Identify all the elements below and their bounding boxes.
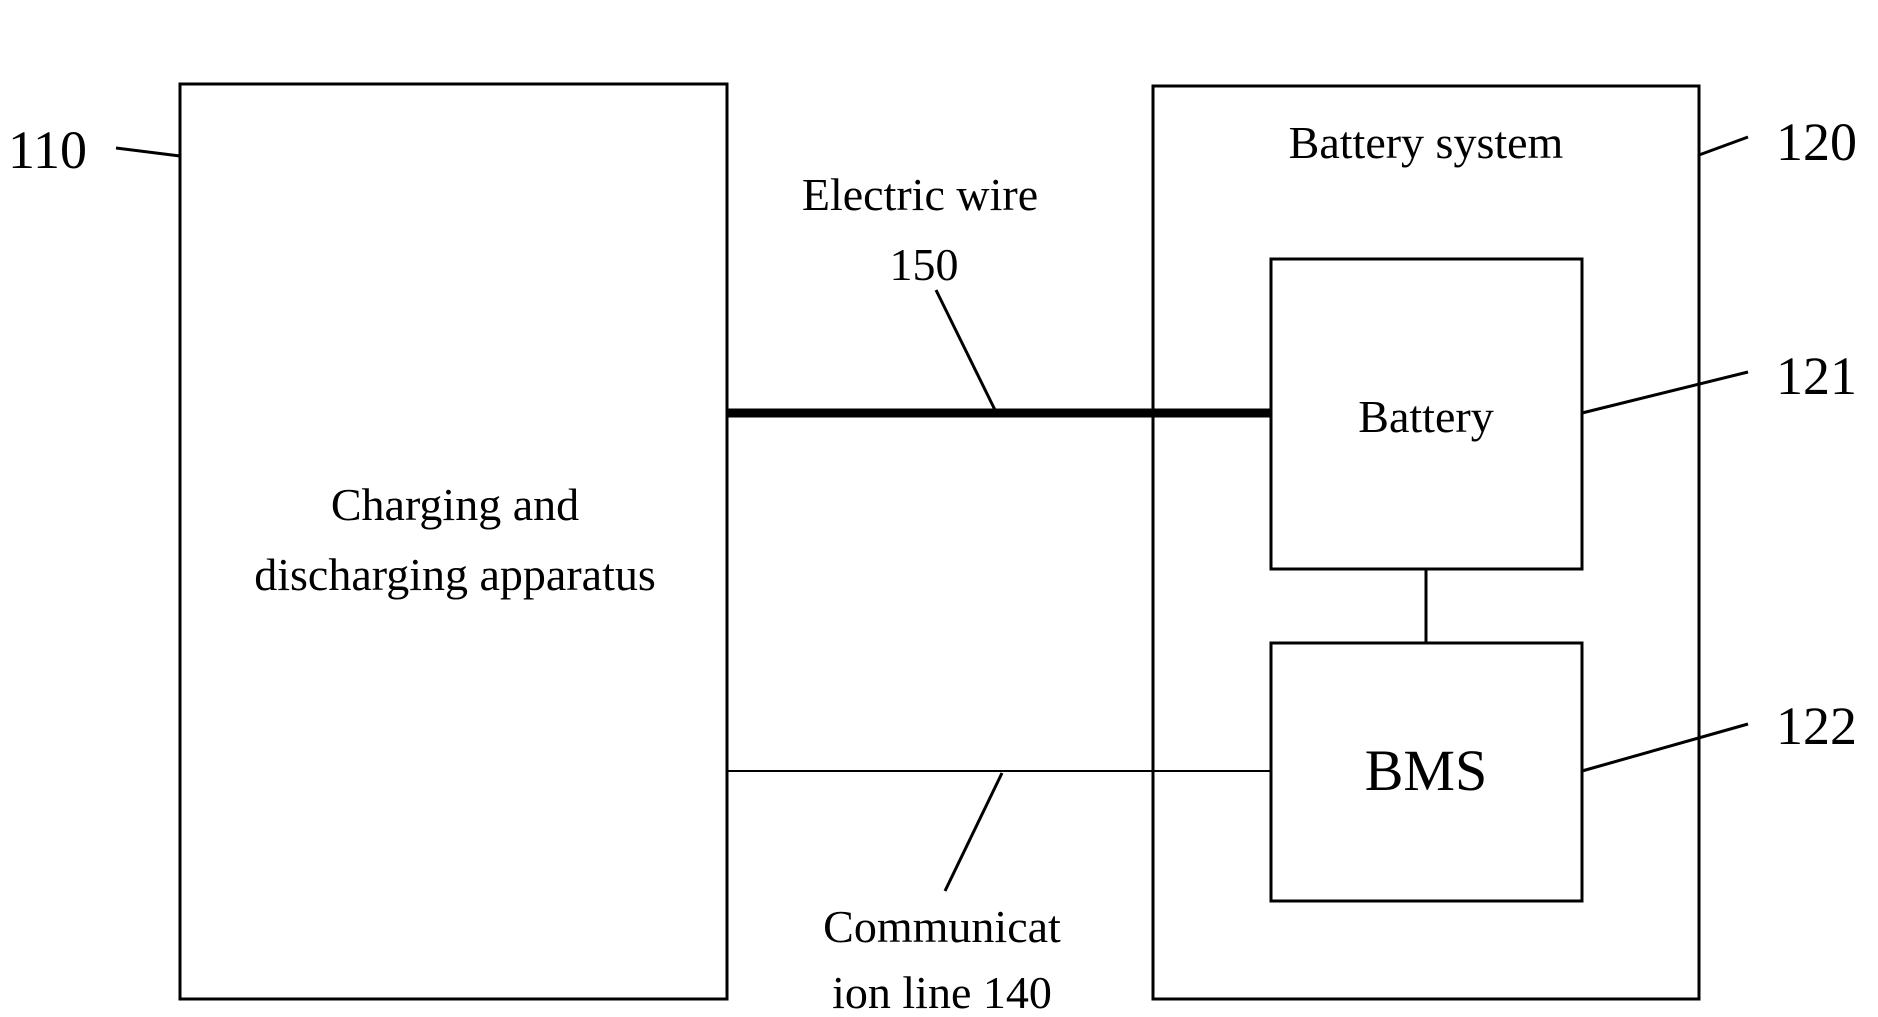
apparatus-block xyxy=(180,84,727,999)
battery-system-label: Battery system xyxy=(1289,117,1564,168)
ref-120-leader xyxy=(1699,137,1748,155)
ref-120-label: 120 xyxy=(1776,112,1857,172)
ref-122-label: 122 xyxy=(1776,696,1857,756)
battery-system-block xyxy=(1153,86,1699,999)
apparatus-label-line-1: Charging and xyxy=(331,479,579,530)
apparatus-label-line-2: discharging apparatus xyxy=(254,549,656,600)
ref-121-label: 121 xyxy=(1776,346,1857,406)
electric-wire-leader xyxy=(936,290,995,410)
bms-label: BMS xyxy=(1365,738,1488,803)
ref-121-leader xyxy=(1582,372,1748,413)
battery-label: Battery xyxy=(1358,391,1493,442)
ref-110-label: 110 xyxy=(8,120,87,180)
ref-122-leader xyxy=(1582,724,1748,771)
communication-line-label-line-1: Communicat xyxy=(823,901,1061,952)
communication-line-leader xyxy=(945,773,1002,891)
communication-line-label-line-2: ion line 140 xyxy=(832,967,1052,1017)
electric-wire-ref: 150 xyxy=(890,239,959,290)
electric-wire-label: Electric wire xyxy=(802,169,1038,220)
ref-110-leader xyxy=(116,148,180,156)
